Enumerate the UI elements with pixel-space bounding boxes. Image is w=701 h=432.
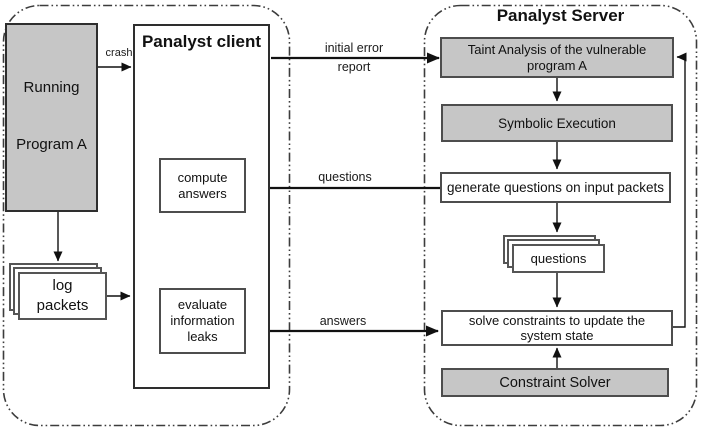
- taint-analysis-line2: program A: [527, 57, 587, 73]
- symbolic-execution-box: Symbolic Execution: [441, 104, 673, 142]
- panalyst-server-title: Panalyst Server: [496, 6, 625, 25]
- generate-questions-box: generate questions on input packets: [440, 172, 671, 203]
- crash-arrow-label: crash: [105, 47, 133, 59]
- client-group-boundary: [2, 4, 291, 427]
- server-group-boundary: [423, 4, 698, 427]
- solve-constraints-line2: system state: [520, 328, 594, 343]
- questions-stack: questions: [503, 235, 605, 273]
- running-program-box: Running Program A: [5, 23, 98, 212]
- log-packets-line1: log: [52, 277, 73, 294]
- initial-error-label-line2: report: [337, 60, 371, 74]
- taint-analysis-box: Taint Analysis of the vulnerable program…: [440, 37, 674, 78]
- arrow-feedback-loop: [673, 52, 687, 328]
- answers-arrow-label: answers: [319, 314, 367, 328]
- questions-sheet-front: questions: [512, 244, 605, 273]
- taint-analysis-line1: Taint Analysis of the vulnerable: [467, 41, 647, 57]
- questions-stack-label: questions: [530, 250, 587, 266]
- solve-constraints-box: solve constraints to update the system s…: [441, 310, 673, 346]
- compute-answers-line2: answers: [178, 185, 227, 201]
- running-program-line2: Program A: [16, 136, 87, 153]
- log-packets-stack: log packets: [9, 263, 116, 321]
- evaluate-leaks-box: evaluate information leaks: [159, 288, 246, 354]
- running-program-line1: Running: [23, 79, 80, 96]
- panalyst-client-title: Panalyst client: [141, 32, 262, 51]
- symbolic-execution-label: Symbolic Execution: [498, 115, 616, 131]
- solve-constraints-line1: solve constraints to update the: [468, 313, 646, 328]
- generate-questions-label: generate questions on input packets: [447, 180, 664, 195]
- compute-answers-line1: compute: [177, 169, 228, 185]
- evaluate-leaks-line1: evaluate: [177, 297, 228, 312]
- evaluate-leaks-line3: leaks: [187, 329, 218, 344]
- evaluate-leaks-line2: information: [170, 313, 235, 328]
- initial-error-label-line1: initial error: [324, 41, 384, 55]
- log-packets-line2: packets: [36, 297, 89, 314]
- constraint-solver-box: Constraint Solver: [441, 368, 669, 397]
- questions-arrow-label: questions: [318, 170, 372, 184]
- constraint-solver-label: Constraint Solver: [499, 374, 611, 391]
- compute-answers-box: compute answers: [159, 158, 246, 213]
- log-packets-sheet-front: log packets: [18, 272, 107, 320]
